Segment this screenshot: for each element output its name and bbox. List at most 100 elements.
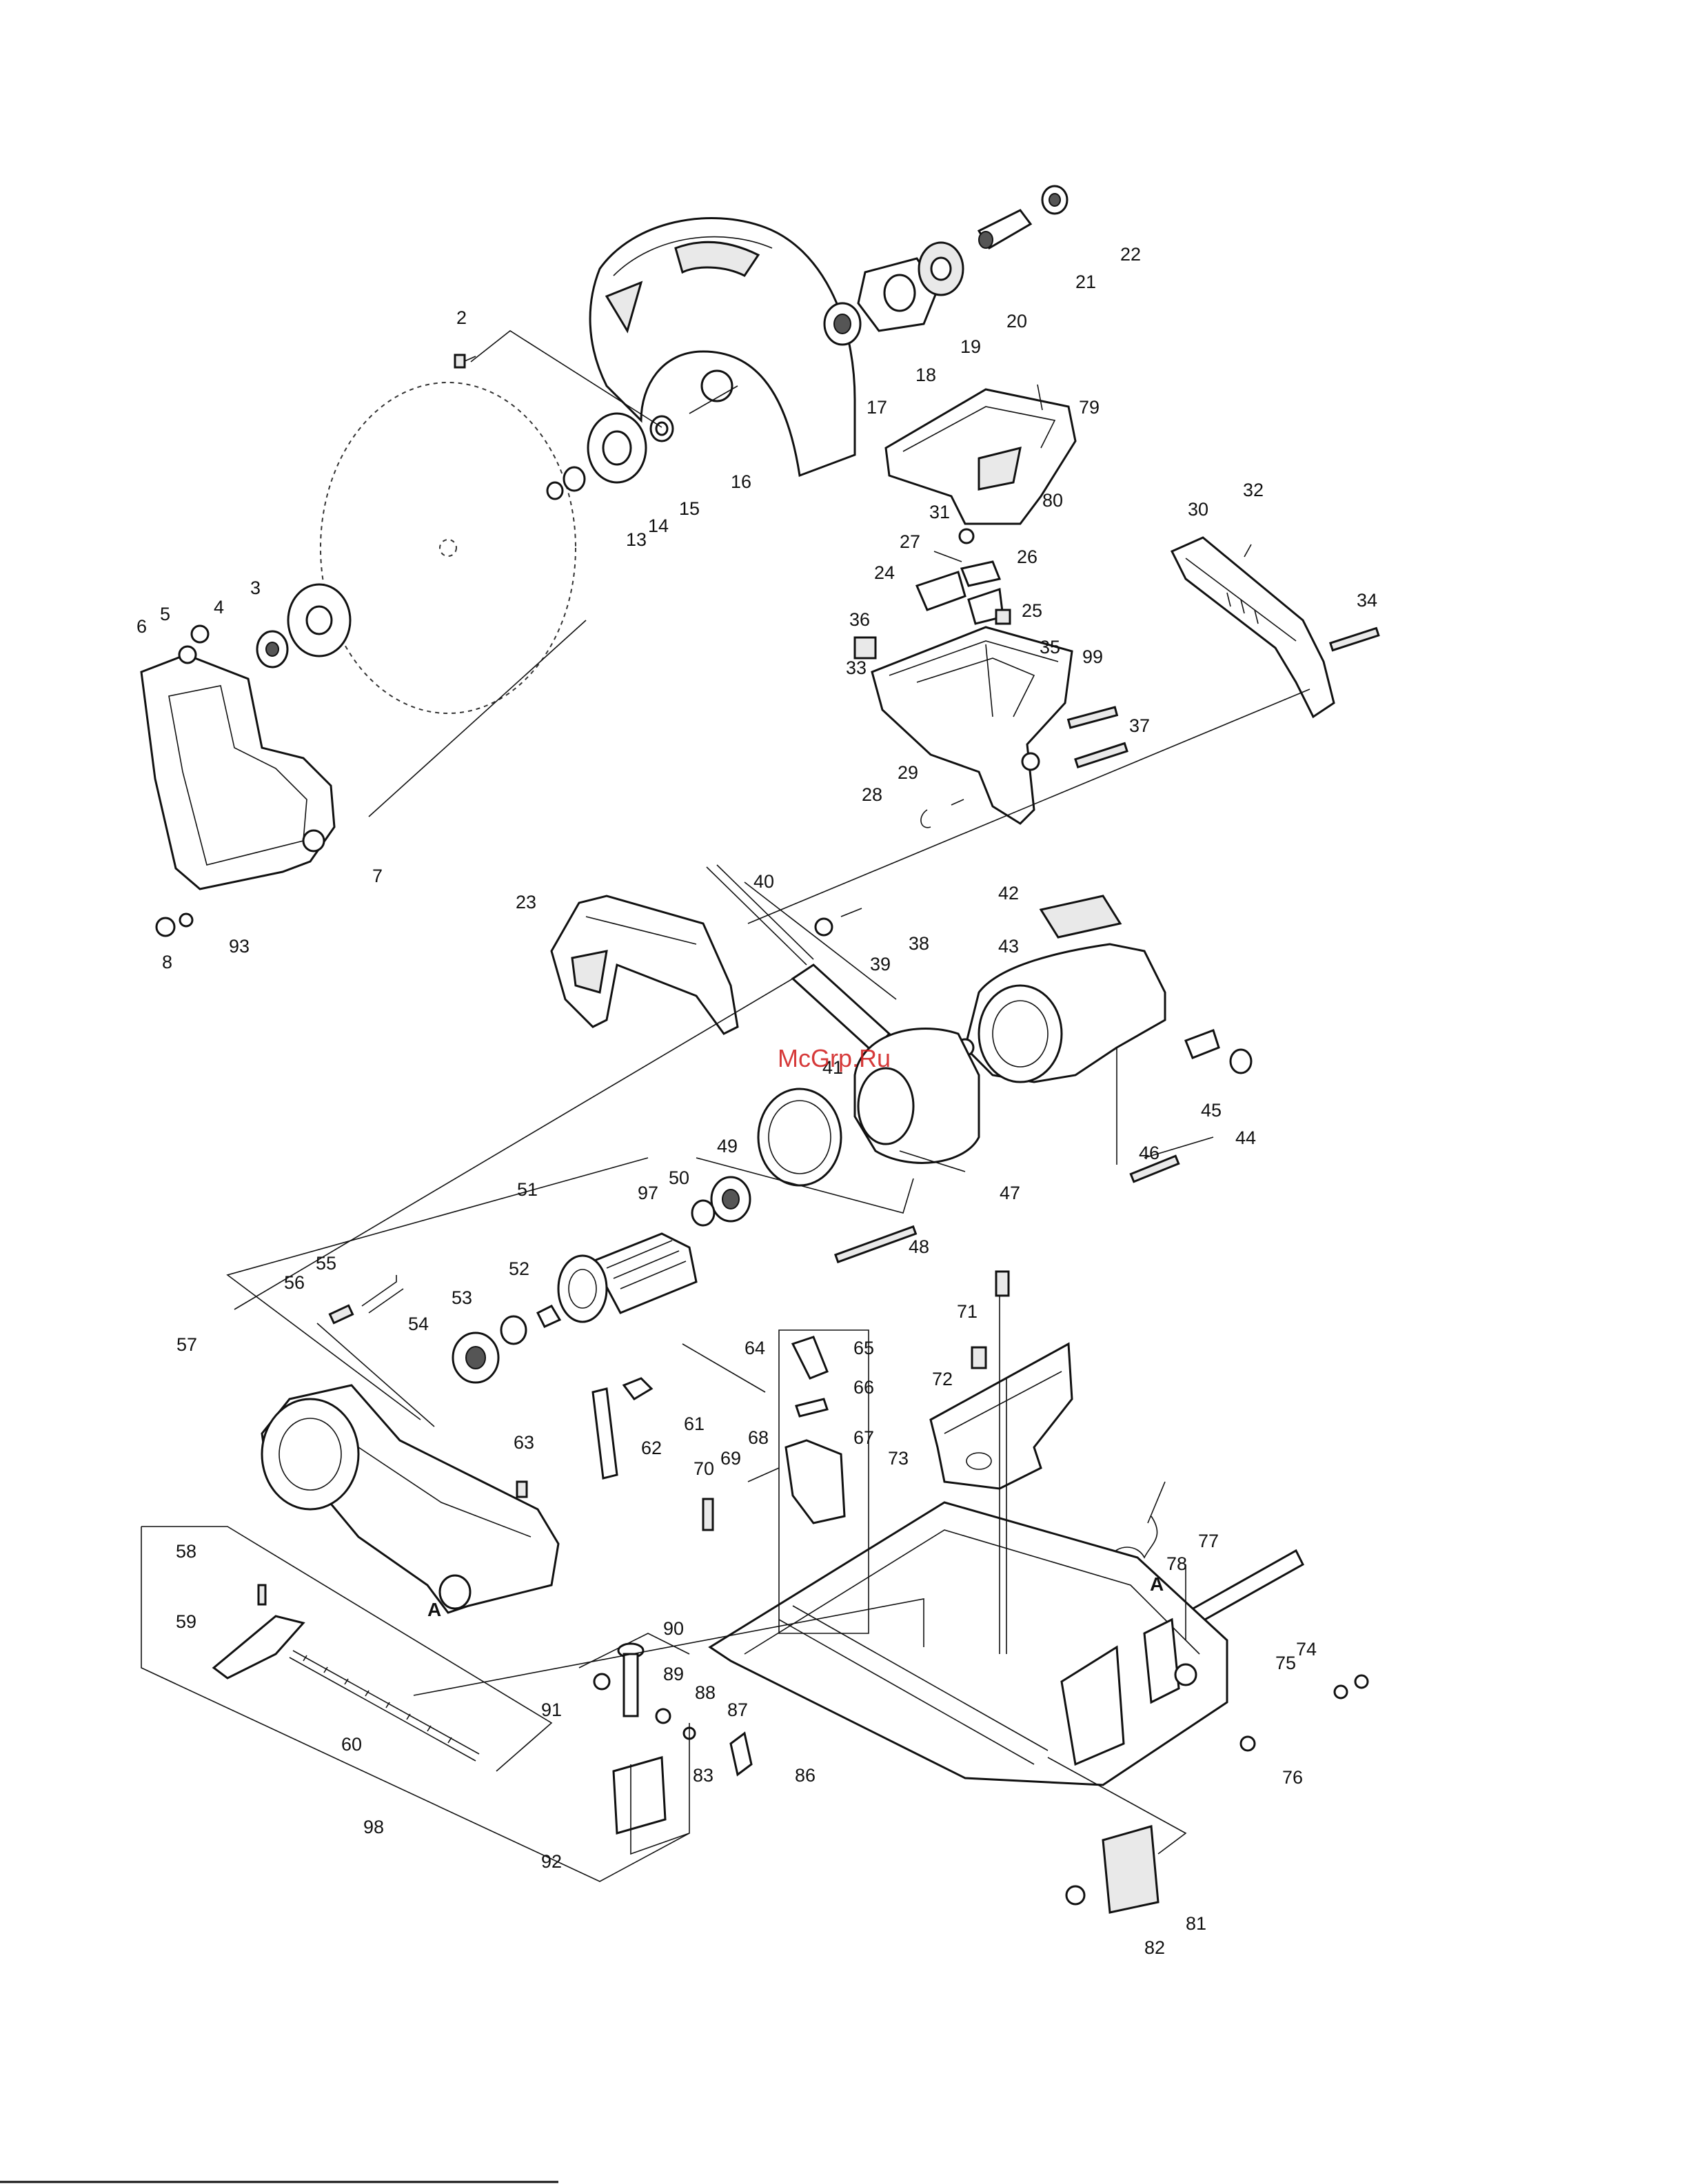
callout-82: 82: [1144, 1937, 1165, 1958]
callout-23: 23: [516, 892, 536, 912]
gear-housing-part-57: [262, 1385, 558, 1613]
flange-parts-3-4: [257, 584, 350, 667]
callout-66: 66: [853, 1377, 874, 1398]
callout-42: 42: [998, 883, 1019, 904]
callout-60: 60: [341, 1734, 362, 1755]
callout-69: 69: [720, 1448, 741, 1469]
callout-44: 44: [1235, 1127, 1256, 1148]
base-part-86: [710, 1502, 1227, 1785]
callout-28: 28: [862, 784, 882, 805]
callout-35: 35: [1040, 637, 1060, 657]
callout-26: 26: [1017, 547, 1037, 567]
callout-67: 67: [853, 1427, 874, 1448]
callout-37: 37: [1129, 715, 1150, 736]
callout-6: 6: [136, 616, 147, 637]
callout-43: 43: [998, 936, 1019, 957]
callout-80: 80: [1042, 490, 1063, 511]
callout-2: 2: [456, 307, 467, 328]
callout-14: 14: [648, 516, 669, 536]
callout-61: 61: [684, 1414, 705, 1434]
callout-17: 17: [867, 397, 887, 418]
callout-39: 39: [870, 954, 891, 974]
callout-27: 27: [900, 531, 920, 552]
callout-83: 83: [693, 1765, 713, 1786]
armature-part-51: [453, 1177, 750, 1382]
callout-58: 58: [176, 1541, 196, 1562]
callout-90: 90: [663, 1618, 684, 1639]
callout-4: 4: [214, 597, 224, 618]
callout-57: 57: [176, 1334, 197, 1355]
watermark-text: McGrp.Ru: [778, 1044, 891, 1072]
callout-22: 22: [1120, 244, 1141, 265]
callout-40: 40: [753, 871, 774, 892]
callout-34: 34: [1357, 590, 1377, 611]
callout-29: 29: [898, 762, 918, 783]
callout-86: 86: [795, 1765, 816, 1786]
callout-72: 72: [932, 1369, 953, 1389]
callout-52: 52: [509, 1258, 529, 1279]
callout-62: 62: [641, 1438, 662, 1458]
callout-24: 24: [874, 562, 895, 583]
callout-70: 70: [693, 1458, 714, 1479]
callout-74: 74: [1296, 1639, 1317, 1660]
callout-76: 76: [1282, 1767, 1303, 1788]
callout-53: 53: [452, 1287, 472, 1308]
callout-77: 77: [1198, 1531, 1219, 1551]
callout-19: 19: [960, 336, 981, 357]
shaft-lock-parts-61-63: [517, 1378, 651, 1497]
callout-45: 45: [1201, 1100, 1222, 1121]
assembly-marker-a-right: A: [1150, 1573, 1164, 1595]
callout-87: 87: [727, 1700, 748, 1720]
callout-16: 16: [731, 471, 751, 492]
callout-8: 8: [162, 952, 172, 972]
callout-36: 36: [849, 609, 870, 630]
callout-20: 20: [1006, 311, 1027, 331]
callout-48: 48: [909, 1236, 929, 1257]
callout-30: 30: [1188, 499, 1208, 520]
callout-64: 64: [745, 1338, 765, 1358]
callout-81: 81: [1186, 1913, 1206, 1934]
callout-98: 98: [363, 1817, 384, 1837]
callout-93: 93: [229, 936, 250, 957]
flange-parts-15-16: [547, 414, 673, 499]
callout-73: 73: [888, 1448, 909, 1469]
callout-18: 18: [915, 365, 936, 385]
main-handle-part-23: [551, 896, 738, 1034]
callout-13: 13: [626, 529, 647, 550]
callout-5: 5: [160, 604, 170, 624]
callout-79: 79: [1079, 397, 1100, 418]
callout-50: 50: [669, 1167, 689, 1188]
callout-68: 68: [748, 1427, 769, 1448]
callout-75: 75: [1275, 1653, 1296, 1673]
callout-92: 92: [541, 1851, 562, 1872]
callout-3: 3: [250, 578, 261, 598]
callout-32: 32: [1243, 480, 1264, 500]
callout-88: 88: [695, 1682, 716, 1703]
callout-33: 33: [846, 657, 867, 678]
callout-15: 15: [679, 498, 700, 519]
callout-49: 49: [717, 1136, 738, 1156]
callout-47: 47: [1000, 1183, 1020, 1203]
callout-71: 71: [957, 1301, 978, 1322]
callout-38: 38: [909, 933, 929, 954]
assembly-marker-a-left: A: [427, 1599, 441, 1620]
callout-78: 78: [1166, 1553, 1187, 1574]
callout-59: 59: [176, 1611, 196, 1632]
callout-54: 54: [408, 1314, 429, 1334]
callout-21: 21: [1075, 272, 1096, 292]
blade-cover-part-7: [141, 626, 334, 936]
callout-89: 89: [663, 1664, 684, 1684]
callout-31: 31: [929, 502, 950, 522]
callout-91: 91: [541, 1700, 562, 1720]
callout-65: 65: [853, 1338, 874, 1358]
callout-97: 97: [638, 1183, 658, 1203]
callout-51: 51: [517, 1179, 538, 1200]
hex-wrench-part-55: [330, 1275, 403, 1323]
callout-25: 25: [1022, 600, 1042, 621]
callout-7: 7: [372, 866, 383, 886]
motor-housing-part-43: [957, 896, 1251, 1082]
handle-part-30: [1172, 538, 1379, 717]
callout-56: 56: [284, 1272, 305, 1293]
bearings-parts-18-22: [824, 186, 1067, 345]
